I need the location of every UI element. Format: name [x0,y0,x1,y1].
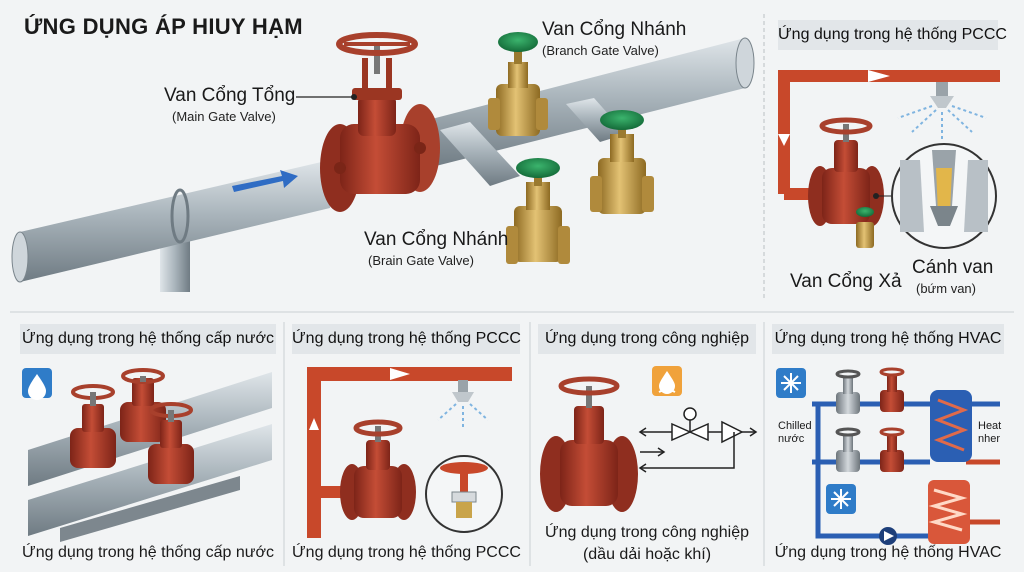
page-title: ỨNG DỤNG ÁP HIUY HẠM [24,14,303,39]
panel-pccc-header: Ứng dụng trong hệ thống PCCC [292,324,521,354]
sprinkler-closeup-icon [425,455,503,533]
flow-arrow-icon [232,170,298,192]
branch-pipe-upper [566,98,626,142]
water-valve-1 [70,384,116,468]
pccc-gate-valve [340,419,416,520]
drain-valve-label: Van Cổng Xả [790,271,902,292]
branch-valve-top-sublabel: (Branch Gate Valve) [542,43,659,58]
hvac-valve-silver-1 [835,369,861,414]
industrial-diagram [540,366,758,512]
branch-gate-valve-right [590,110,654,214]
hvac-chilled-label: Chilled nước [778,420,812,445]
branch-pipe-lower [440,122,520,186]
water-supply-diagram [22,368,272,542]
disc-label: Cánh van [912,257,994,278]
main-pipe-left [20,160,330,282]
fire-pipe [778,70,1000,194]
hvac-valve-red-2 [879,427,905,472]
pccc-top-header: Ứng dụng trong hệ thống PCCC [778,20,1007,50]
panel-industry-caption: Ứng dụng trong công nghiệp [544,524,750,541]
main-valve-label: Van Cổng Tổng [164,85,296,106]
pccc-top-diagram [778,70,1000,249]
panel-industry-caption-2: (dầu dải hoặc khí) [582,546,712,563]
main-valve-sublabel: (Main Gate Valve) [172,109,276,124]
branch-valve-bottom-sublabel: (Brain Gate Valve) [368,253,474,268]
water-valve-3 [148,402,194,484]
pccc-bottom-diagram [307,367,512,538]
valve-disc-cutaway [891,143,997,249]
panel-pccc-caption: Ứng dụng trong hệ thống PCCC [292,544,521,561]
branch-gate-valve-top [488,32,548,136]
sprinkler-head-icon [897,82,987,140]
branch-valve-top-label: Van Cổng Nhánh [542,19,687,40]
panel-water-header: Ứng dụng trong hệ thống cấp nước [20,324,276,354]
panel-industry-header: Ứng dụng trong công nghiệp [538,324,756,354]
branch-gate-valve-lower [506,158,570,264]
panel-hvac-header: Ứng dụng trong hệ thống HVAC [772,324,1004,354]
hvac-valve-red-1 [879,367,905,412]
main-gate-valve [320,32,440,212]
process-flow-schematic [638,407,758,473]
industrial-gate-valve [540,376,638,512]
panel-hvac-caption: Ứng dụng trong hệ thống HVAC [774,544,1002,561]
hvac-diagram [776,367,1000,545]
hvac-heat-label: Heat nher [978,420,1002,445]
pccc-sprinkler-icon [437,380,489,428]
disc-sublabel: (bứm van) [916,281,976,296]
main-pipe-scene [11,32,755,292]
panel-water-caption: Ứng dụng trong hệ thống cấp nước [22,544,274,561]
branch-valve-bottom-label: Van Cổng Nhánh [364,229,509,250]
hvac-valve-silver-2 [835,427,861,472]
drain-valve [856,207,874,248]
